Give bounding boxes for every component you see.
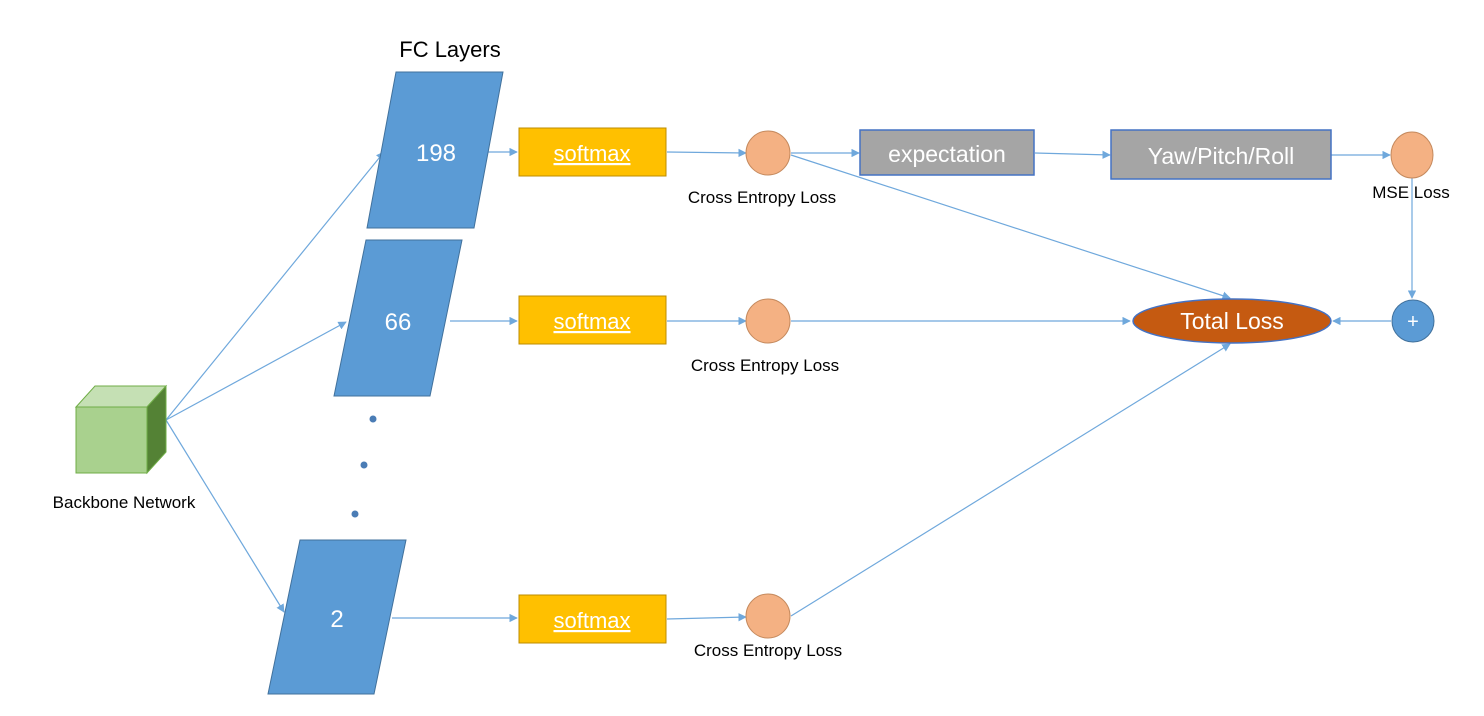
arrow-ce3-to-total: [790, 343, 1231, 617]
ellipsis-dots: [351, 415, 377, 518]
angles-label: Yaw/Pitch/Roll: [1148, 143, 1295, 169]
softmax-box-1: softmax: [518, 127, 667, 177]
ce-loss-node-2-shape: [745, 298, 791, 344]
plus-icon: +: [1407, 311, 1419, 333]
cube-front: [75, 406, 148, 474]
fc-layer-2-shape: [267, 539, 407, 695]
arrow-expectation-to-angles: [1034, 150, 1111, 159]
ce-loss-node-2: Cross Entropy Loss: [691, 298, 839, 375]
softmax-box-3-shape: [518, 594, 667, 644]
fc-layer-198: 198: [366, 71, 504, 229]
arrow-backbone-to-fc66: [165, 321, 347, 421]
softmax-box-2-shape: [518, 295, 667, 345]
softmax-box-2-label: softmax: [553, 309, 630, 334]
expectation-box-shape: [859, 129, 1035, 176]
mse-loss-node: MSE Loss: [1372, 131, 1450, 202]
fc-layer-198-label: 198: [416, 140, 456, 167]
angles-box-shape: [1110, 129, 1332, 180]
sum-node: +: [1391, 299, 1435, 343]
ce-loss-label-3: Cross Entropy Loss: [694, 641, 842, 660]
ce-loss-label-1: Cross Entropy Loss: [688, 188, 836, 207]
total-loss-shape: [1132, 298, 1332, 344]
expectation-box: expectation: [859, 129, 1035, 176]
ce-loss-label-2: Cross Entropy Loss: [691, 356, 839, 375]
fc-layer-2-label: 2: [330, 606, 343, 633]
fc-layer-2: 2: [267, 539, 407, 695]
arrow-ce1-to-total: [790, 154, 1231, 300]
total-loss-node: Total Loss: [1132, 298, 1332, 344]
connectors: [165, 147, 1417, 623]
backbone-cube-icon: [74, 384, 168, 475]
ce-loss-node-1: Cross Entropy Loss: [688, 130, 836, 207]
mse-loss-node-shape: [1390, 131, 1434, 179]
mse-loss-label: MSE Loss: [1372, 183, 1449, 202]
fc-layer-198-shape: [366, 71, 504, 229]
angles-box: Yaw/Pitch/Roll: [1110, 129, 1332, 180]
arrow-backbone-to-fc2: [165, 419, 285, 613]
ellipsis-dot: [369, 415, 377, 423]
softmax-box-3-label: softmax: [553, 608, 630, 633]
arrow-softmax1-to-ce1: [666, 148, 747, 158]
softmax-box-1-shape: [518, 127, 667, 177]
ellipsis-dot: [360, 461, 368, 469]
arrow-backbone-to-fc198: [165, 151, 385, 421]
ellipsis-dot: [351, 510, 359, 518]
ce-loss-node-3-shape: [745, 593, 791, 639]
softmax-box-2: softmax: [518, 295, 667, 345]
softmax-box-3: softmax: [518, 594, 667, 644]
sum-node-shape: [1391, 299, 1435, 343]
softmax-box-1-label: softmax: [553, 141, 630, 166]
total-loss-label: Total Loss: [1180, 308, 1284, 334]
fc-layer-66-label: 66: [385, 309, 412, 336]
fc-layers-header: FC Layers: [399, 37, 500, 62]
backbone-label: Backbone Network: [53, 493, 196, 512]
expectation-label: expectation: [888, 141, 1006, 167]
ce-loss-node-1-shape: [745, 130, 791, 176]
fc-layer-66-shape: [333, 239, 463, 397]
arrow-softmax3-to-ce3: [666, 612, 747, 622]
ce-loss-node-3: Cross Entropy Loss: [694, 593, 842, 660]
fc-layer-66: 66: [333, 239, 463, 397]
